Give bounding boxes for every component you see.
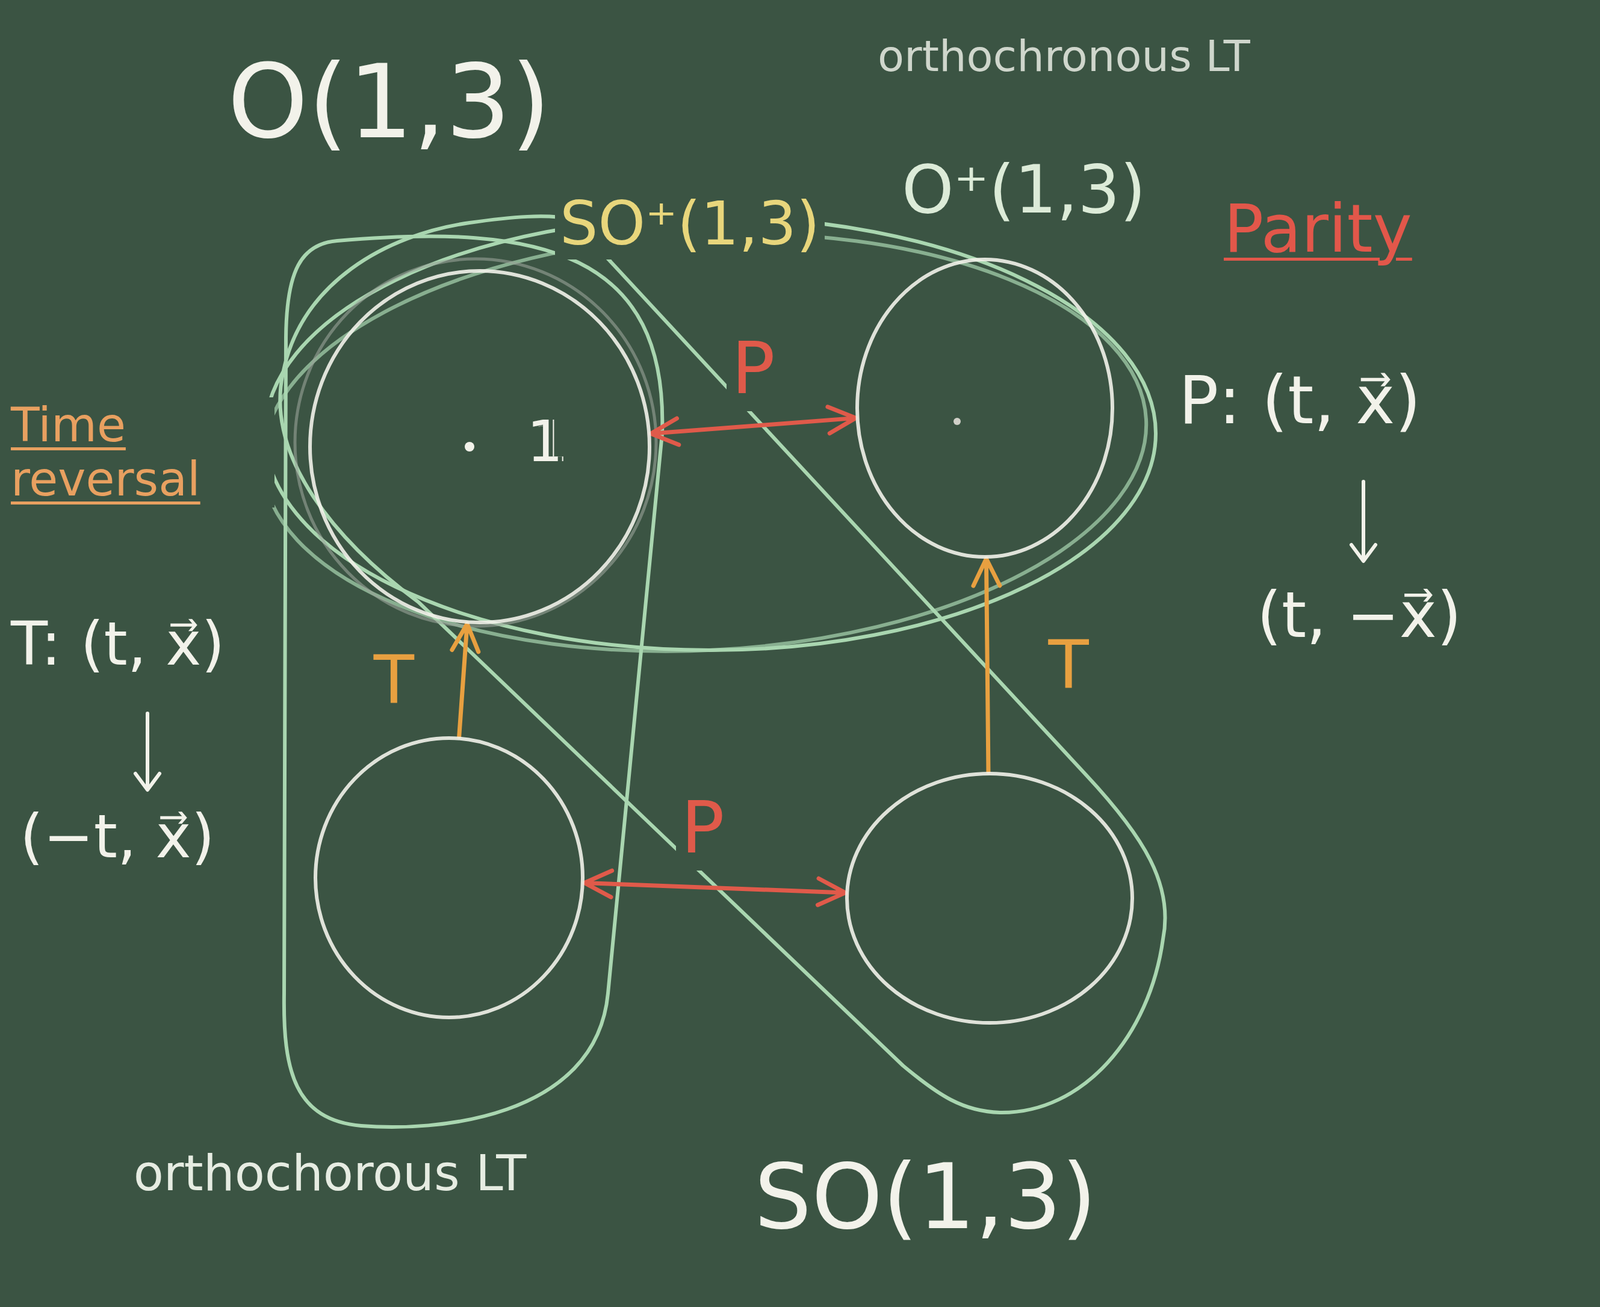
title: O(1,3)	[222, 42, 556, 163]
group-circle	[845, 771, 1135, 1025]
group-name: O⁺(1,3)	[896, 150, 1151, 230]
group-circle	[855, 257, 1115, 559]
circle-outline	[310, 270, 650, 623]
map-arrow	[135, 713, 160, 790]
edge-label: P	[675, 784, 729, 871]
circle-outline	[855, 257, 1115, 559]
identity-dot	[464, 441, 475, 452]
heading: Parity	[1218, 189, 1418, 269]
transformation-arrow	[650, 406, 856, 445]
transformation-arrow	[584, 870, 846, 905]
edge-label: P	[726, 325, 780, 412]
proper-enclosure	[279, 216, 1165, 1113]
circle-outline	[308, 269, 652, 625]
orthochronous-enclosure-stroke	[251, 211, 1157, 673]
formula: T: (t, x⃗)	[6, 607, 230, 680]
scribble-circle	[294, 258, 657, 627]
circle-outline	[846, 773, 1133, 1023]
formula: P: (t, x⃗)	[1173, 361, 1426, 441]
orthochorous-enclosure	[284, 235, 663, 1127]
group-circle: SO⁺(1,3)1	[308, 269, 652, 625]
circle-outline	[315, 737, 583, 1018]
group-name: SO(1,3)	[749, 1143, 1102, 1251]
edge-label: T	[368, 641, 419, 720]
group-name: orthochorous LT	[120, 1143, 540, 1203]
formula: (−t, x⃗)	[15, 800, 220, 873]
identity-symbol: 1	[521, 407, 568, 476]
formula: (t, −x⃗)	[1252, 577, 1467, 654]
map-arrow	[1351, 481, 1376, 562]
group-name: SO⁺(1,3)	[555, 187, 825, 260]
transformation-arrow	[973, 558, 1000, 772]
point-dot	[953, 417, 961, 425]
circle-outline	[845, 771, 1135, 1025]
transformation-arrow	[452, 623, 479, 737]
circle-outline	[857, 259, 1113, 557]
group-name: orthochronous LT	[872, 30, 1256, 83]
heading: Time reversal	[6, 397, 275, 508]
edge-label: T	[1043, 626, 1094, 705]
circle-outline	[313, 736, 585, 1020]
group-circle	[313, 736, 585, 1020]
